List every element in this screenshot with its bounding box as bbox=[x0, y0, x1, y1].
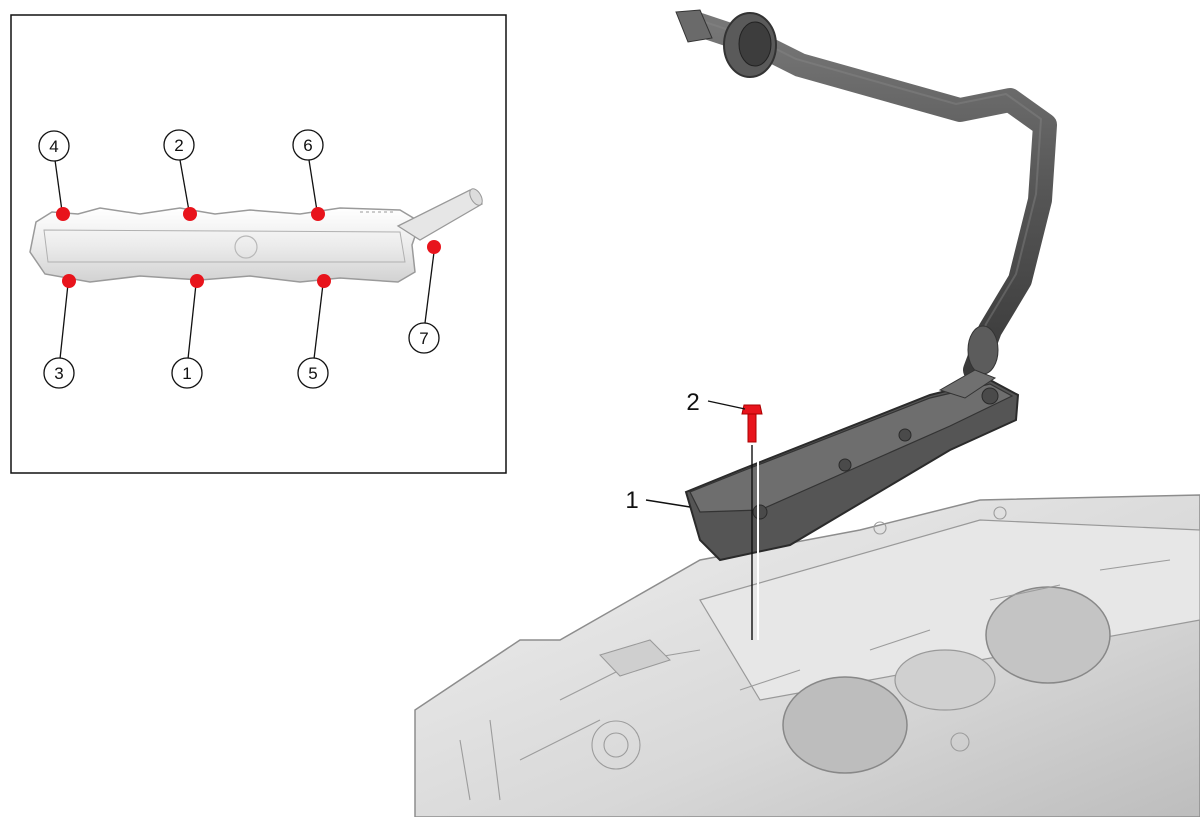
bolt-marker-2 bbox=[183, 207, 197, 221]
bolt-marker-6 bbox=[311, 207, 325, 221]
svg-text:2: 2 bbox=[686, 389, 699, 416]
seq-label-2: 2 bbox=[163, 129, 195, 161]
svg-text:1: 1 bbox=[182, 364, 191, 383]
bolt-marker-4 bbox=[56, 207, 70, 221]
sequence-labels: 4 2 6 3 1 5 7 bbox=[38, 129, 440, 389]
seq-label-4: 4 bbox=[38, 130, 70, 162]
svg-text:4: 4 bbox=[49, 137, 58, 156]
bolt-marker-5 bbox=[317, 274, 331, 288]
cylinder-bore bbox=[985, 586, 1111, 684]
bolt-marker-3 bbox=[62, 274, 76, 288]
bolt-marker-1 bbox=[190, 274, 204, 288]
callout-2: 2 bbox=[686, 389, 746, 416]
inset-detail: 4 2 6 3 1 5 7 bbox=[10, 14, 507, 474]
seq-label-7: 7 bbox=[408, 322, 440, 354]
cylinder-bore bbox=[782, 676, 908, 774]
svg-text:2: 2 bbox=[174, 136, 183, 155]
svg-text:1: 1 bbox=[625, 487, 638, 514]
inset-leaders bbox=[54, 159, 435, 360]
engine-block bbox=[414, 494, 1200, 817]
svg-text:5: 5 bbox=[308, 364, 317, 383]
coolant-cover-part bbox=[684, 369, 1020, 562]
seq-label-5: 5 bbox=[297, 357, 329, 389]
seq-label-3: 3 bbox=[43, 357, 75, 389]
cylinder-bore bbox=[894, 649, 996, 711]
seq-label-6: 6 bbox=[292, 129, 324, 161]
bolt-marker-7 bbox=[427, 240, 441, 254]
svg-text:6: 6 bbox=[303, 136, 312, 155]
svg-text:7: 7 bbox=[419, 329, 428, 348]
svg-text:3: 3 bbox=[54, 364, 63, 383]
bolt-markers bbox=[56, 207, 441, 288]
coolant-pipe bbox=[675, 9, 1057, 382]
inset-cover bbox=[29, 188, 484, 283]
seq-label-1: 1 bbox=[171, 357, 203, 389]
bolt-part bbox=[741, 404, 763, 640]
callout-1: 1 bbox=[625, 487, 691, 514]
